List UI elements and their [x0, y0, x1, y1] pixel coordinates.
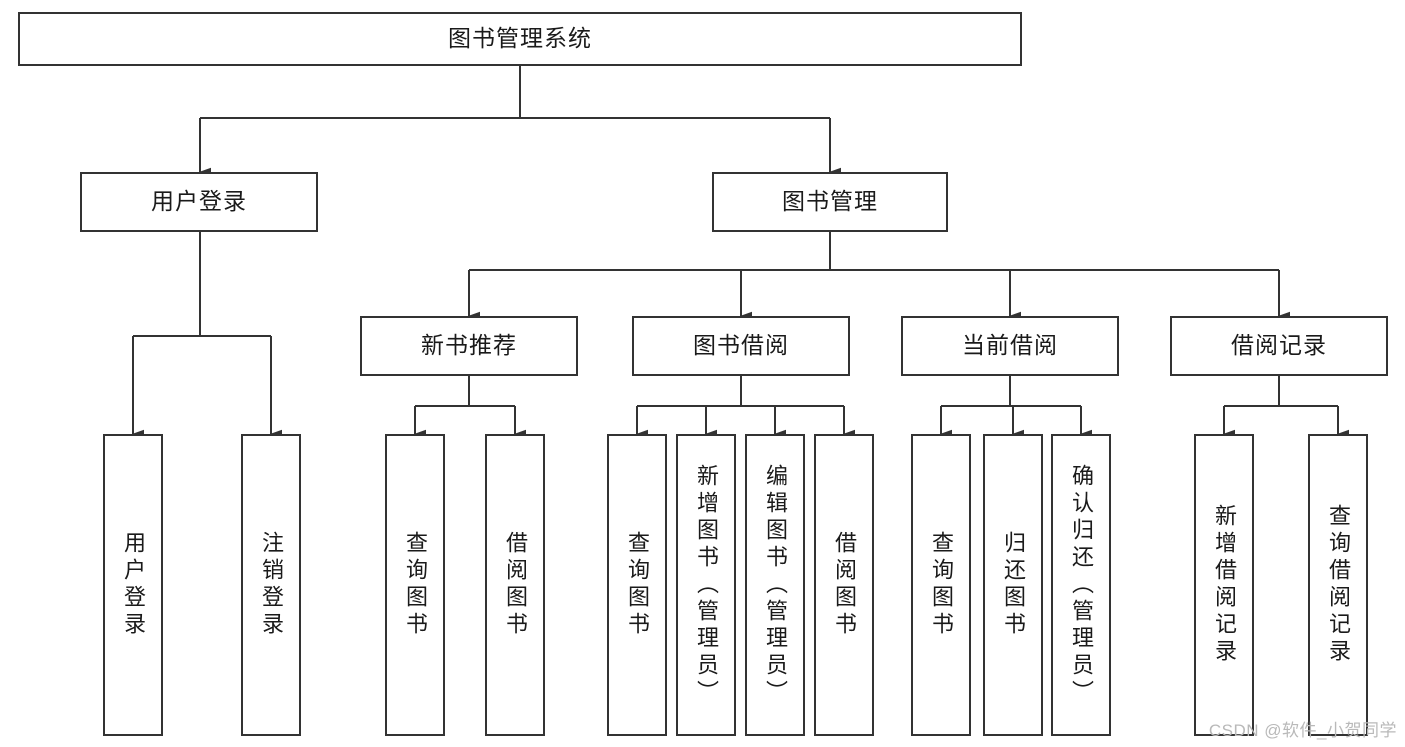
leaf-query-book-new[interactable]: 查询图书	[385, 434, 445, 736]
node-root-label: 图书管理系统	[448, 25, 592, 52]
node-book-manage[interactable]: 图书管理	[712, 172, 948, 232]
leaf-add-book-admin[interactable]: 新增图书（管理员）	[676, 434, 736, 736]
node-borrow-record-label: 借阅记录	[1231, 332, 1327, 359]
node-new-book-recommend[interactable]: 新书推荐	[360, 316, 578, 376]
leaf-logout-label: 注销登录	[259, 531, 284, 639]
leaf-query-borrow-record[interactable]: 查询借阅记录	[1308, 434, 1368, 736]
node-book-borrow[interactable]: 图书借阅	[632, 316, 850, 376]
leaf-query-borrow-record-label: 查询借阅记录	[1326, 504, 1351, 666]
leaf-confirm-return-admin[interactable]: 确认归还（管理员）	[1051, 434, 1111, 736]
leaf-add-borrow-record-label: 新增借阅记录	[1212, 504, 1237, 666]
leaf-edit-book-admin-label: 编辑图书（管理员）	[763, 463, 788, 707]
node-user-login-label: 用户登录	[151, 188, 247, 215]
leaf-borrow-book-label: 借阅图书	[832, 531, 857, 639]
csdn-watermark: CSDN @软件_小贺同学	[1208, 721, 1397, 740]
leaf-borrow-book-new[interactable]: 借阅图书	[485, 434, 545, 736]
leaf-add-borrow-record[interactable]: 新增借阅记录	[1194, 434, 1254, 736]
leaf-query-book-new-label: 查询图书	[403, 531, 428, 639]
leaf-logout[interactable]: 注销登录	[241, 434, 301, 736]
leaf-confirm-return-admin-label: 确认归还（管理员）	[1069, 463, 1094, 707]
leaf-return-book[interactable]: 归还图书	[983, 434, 1043, 736]
leaf-query-book-current-label: 查询图书	[929, 531, 954, 639]
leaf-edit-book-admin[interactable]: 编辑图书（管理员）	[745, 434, 805, 736]
leaf-user-login-label: 用户登录	[121, 531, 146, 639]
leaf-add-book-admin-label: 新增图书（管理员）	[694, 463, 719, 707]
leaf-borrow-book[interactable]: 借阅图书	[814, 434, 874, 736]
node-root[interactable]: 图书管理系统	[18, 12, 1022, 66]
node-current-borrow[interactable]: 当前借阅	[901, 316, 1119, 376]
node-user-login[interactable]: 用户登录	[80, 172, 318, 232]
leaf-query-book-borrow[interactable]: 查询图书	[607, 434, 667, 736]
node-book-borrow-label: 图书借阅	[693, 332, 789, 359]
node-new-book-recommend-label: 新书推荐	[421, 332, 517, 359]
leaf-query-book-borrow-label: 查询图书	[625, 531, 650, 639]
node-borrow-record[interactable]: 借阅记录	[1170, 316, 1388, 376]
node-current-borrow-label: 当前借阅	[962, 332, 1058, 359]
leaf-user-login[interactable]: 用户登录	[103, 434, 163, 736]
leaf-query-book-current[interactable]: 查询图书	[911, 434, 971, 736]
node-book-manage-label: 图书管理	[782, 188, 878, 215]
leaf-return-book-label: 归还图书	[1001, 531, 1026, 639]
leaf-borrow-book-new-label: 借阅图书	[503, 531, 528, 639]
